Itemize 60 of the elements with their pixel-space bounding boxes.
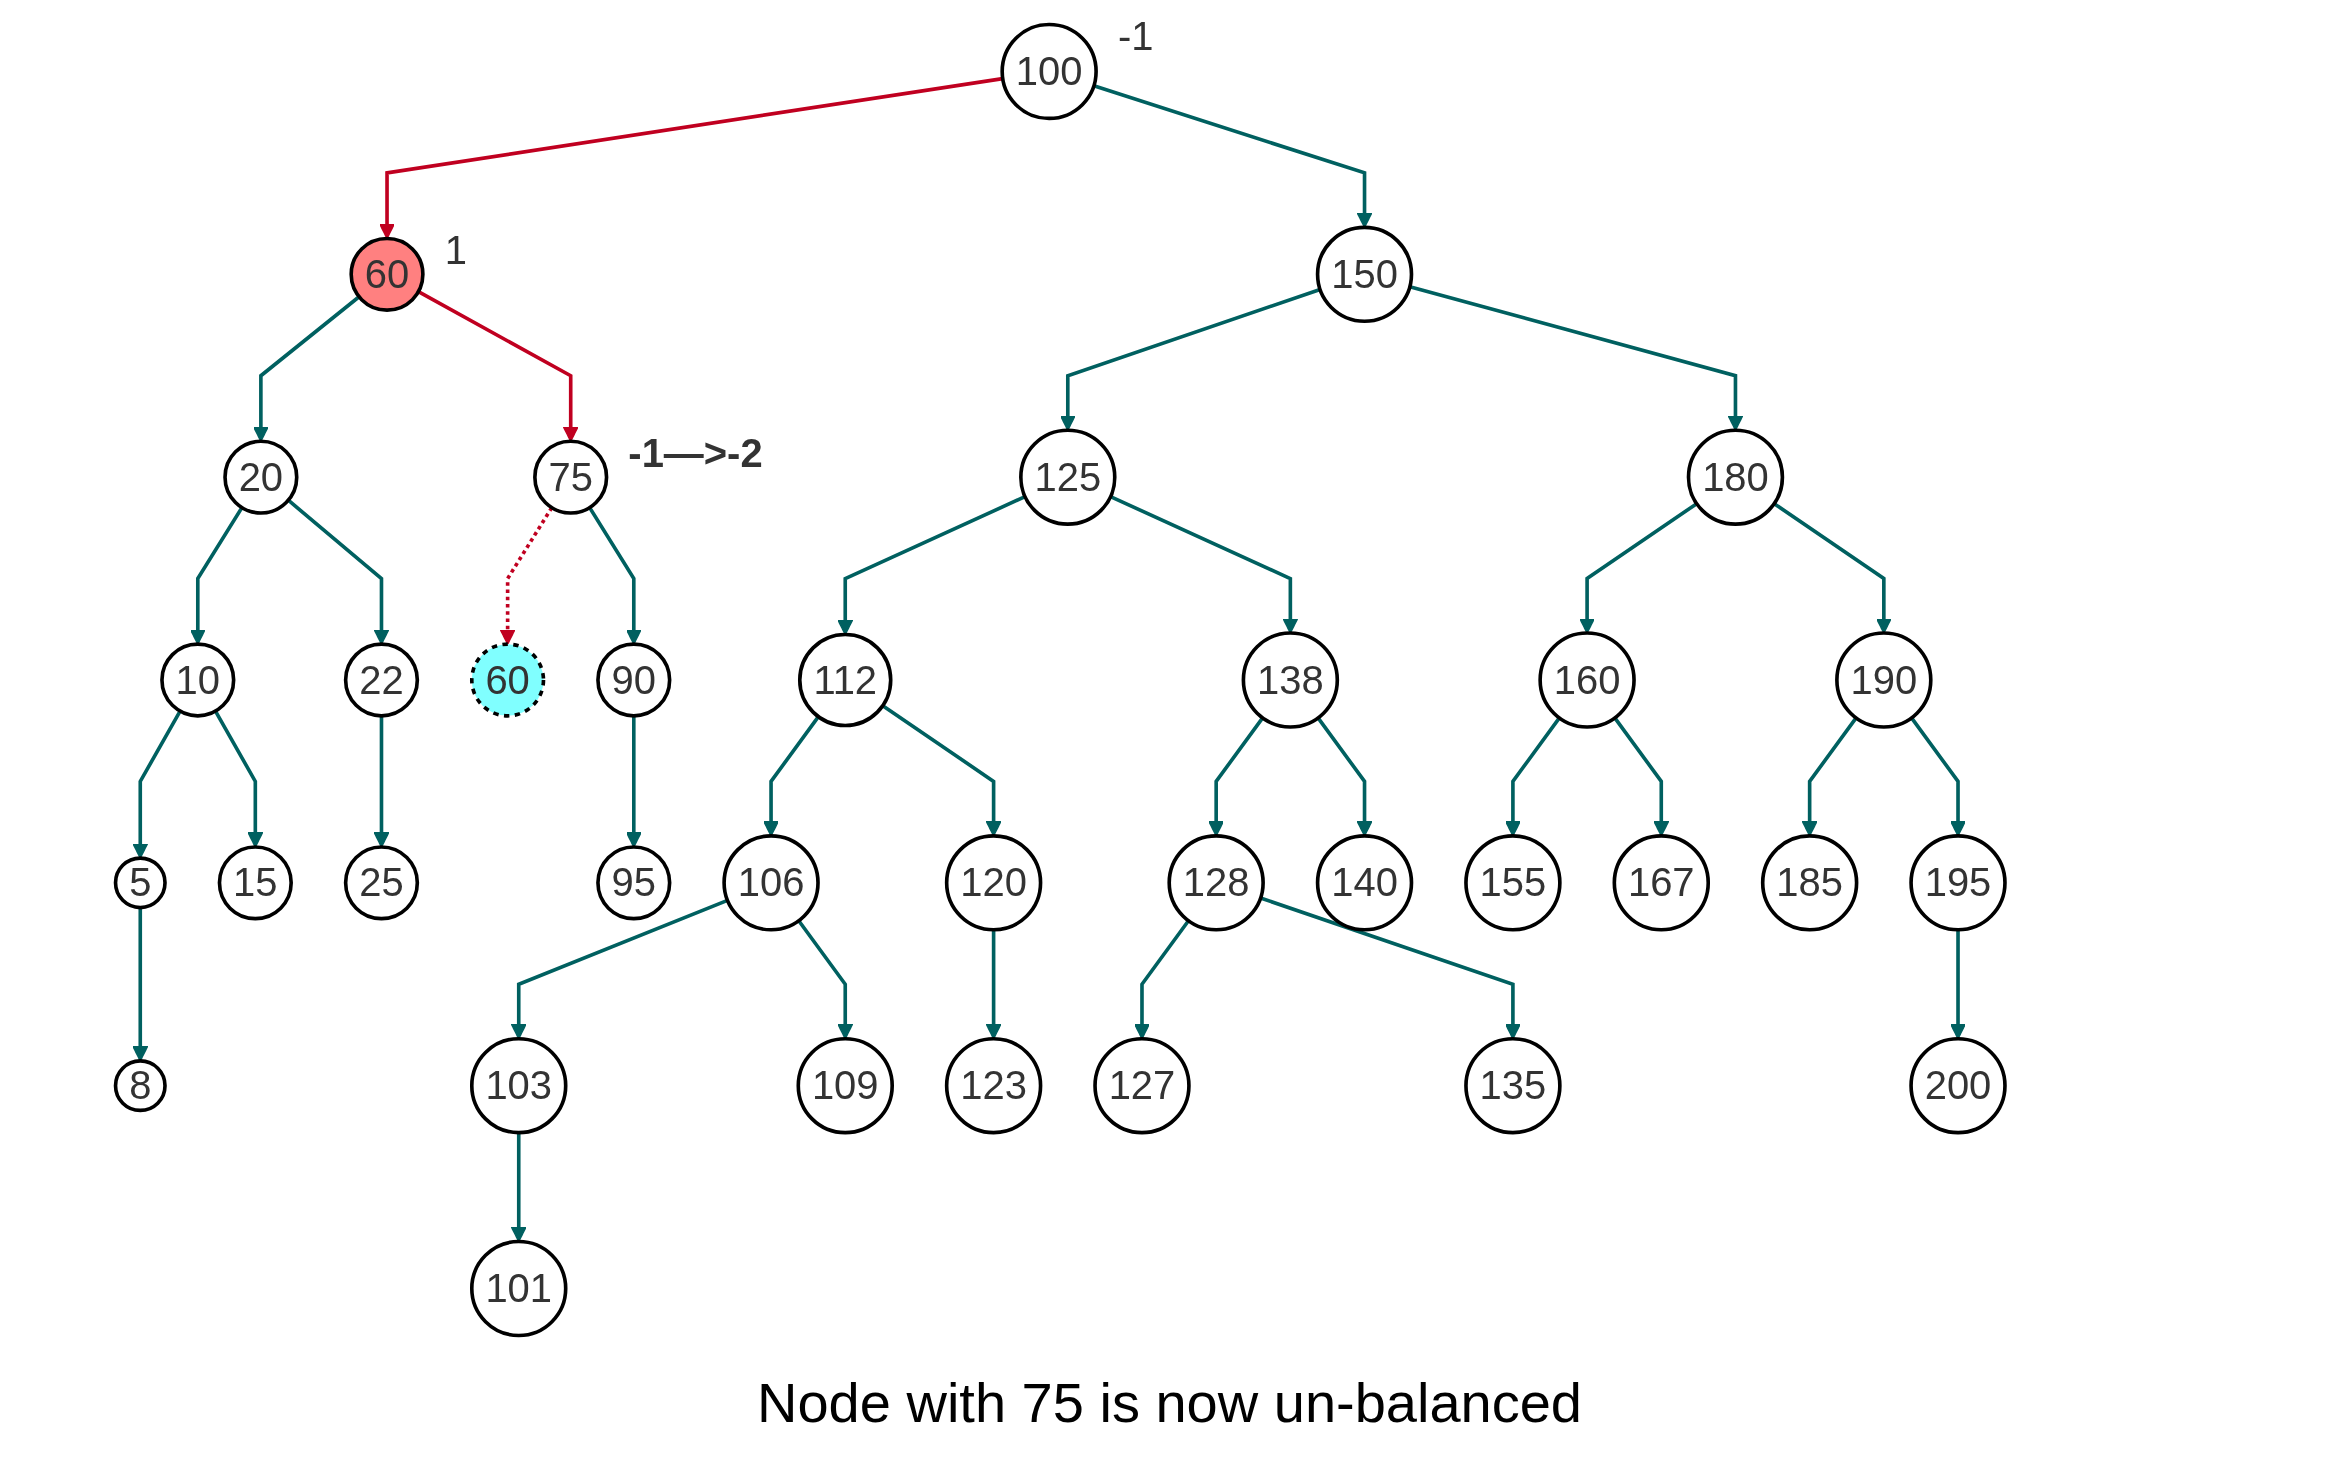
node-circle: 195	[1909, 834, 2008, 932]
arrow	[1910, 716, 1967, 837]
balance-factor-label: -1	[1118, 13, 1154, 58]
arrow	[1110, 494, 1299, 634]
node-circle: 138	[1241, 631, 1340, 729]
node-circle: 75	[533, 439, 609, 515]
node-circle: 60	[470, 642, 546, 718]
node-circle: 125	[1019, 428, 1117, 526]
arrow	[763, 715, 821, 837]
arrow	[1208, 716, 1265, 837]
balance-factor-label: 1	[445, 227, 468, 272]
arrow	[214, 710, 264, 848]
node-circle: 200	[1909, 1036, 2008, 1135]
node-circle: 112	[798, 632, 893, 728]
node-circle: 8	[114, 1059, 168, 1113]
node-circle: 155	[1464, 834, 1562, 932]
arrow	[1316, 716, 1373, 837]
arrow	[373, 715, 390, 848]
node-circle: 180	[1687, 428, 1785, 526]
node-circle: 135	[1464, 1036, 1562, 1135]
node-circle: 127	[1093, 1036, 1192, 1135]
node-circle: 22	[344, 642, 420, 718]
arrow	[626, 715, 643, 848]
node-circle: 140	[1316, 834, 1414, 932]
node-circle: 103	[470, 1036, 568, 1135]
arrow	[1579, 502, 1699, 634]
node-circle: 101	[470, 1239, 568, 1338]
node-circle: 10	[160, 642, 236, 718]
node-circle: 160	[1538, 631, 1637, 729]
node-circle: 90	[596, 642, 672, 718]
arrow	[499, 506, 554, 645]
node-circle: 167	[1612, 834, 1711, 932]
node-circle: 95	[596, 845, 672, 921]
node-circle: 120	[945, 834, 1043, 932]
node-circle: 190	[1835, 631, 1933, 729]
node-circle: 20	[223, 439, 299, 515]
arrow	[132, 907, 149, 1062]
balance-factor-label: -1—>-2	[628, 430, 763, 475]
node-circle: 25	[344, 845, 420, 921]
node-circle: 5	[114, 856, 168, 910]
node-circle: 123	[945, 1036, 1043, 1135]
node-circle: 60	[349, 236, 425, 312]
caption: Node with 75 is now un-balanced	[757, 1370, 1582, 1435]
arrow	[287, 498, 390, 645]
arrow	[1801, 716, 1858, 837]
node-circle: 185	[1761, 834, 1859, 932]
arrow	[882, 704, 1002, 837]
arrow	[1060, 287, 1321, 431]
node-circle: 150	[1316, 225, 1414, 324]
node-circle: 109	[796, 1036, 895, 1135]
node-circle: 100	[1000, 22, 1099, 121]
arrow	[588, 506, 643, 645]
arrow	[1773, 502, 1893, 634]
node-circle: 106	[722, 834, 821, 932]
arrow	[132, 710, 182, 859]
arrow	[190, 506, 244, 645]
node-circle: 128	[1167, 834, 1266, 932]
node-circle: 15	[217, 845, 294, 921]
arrow	[1613, 716, 1670, 837]
arrow	[1505, 716, 1562, 837]
